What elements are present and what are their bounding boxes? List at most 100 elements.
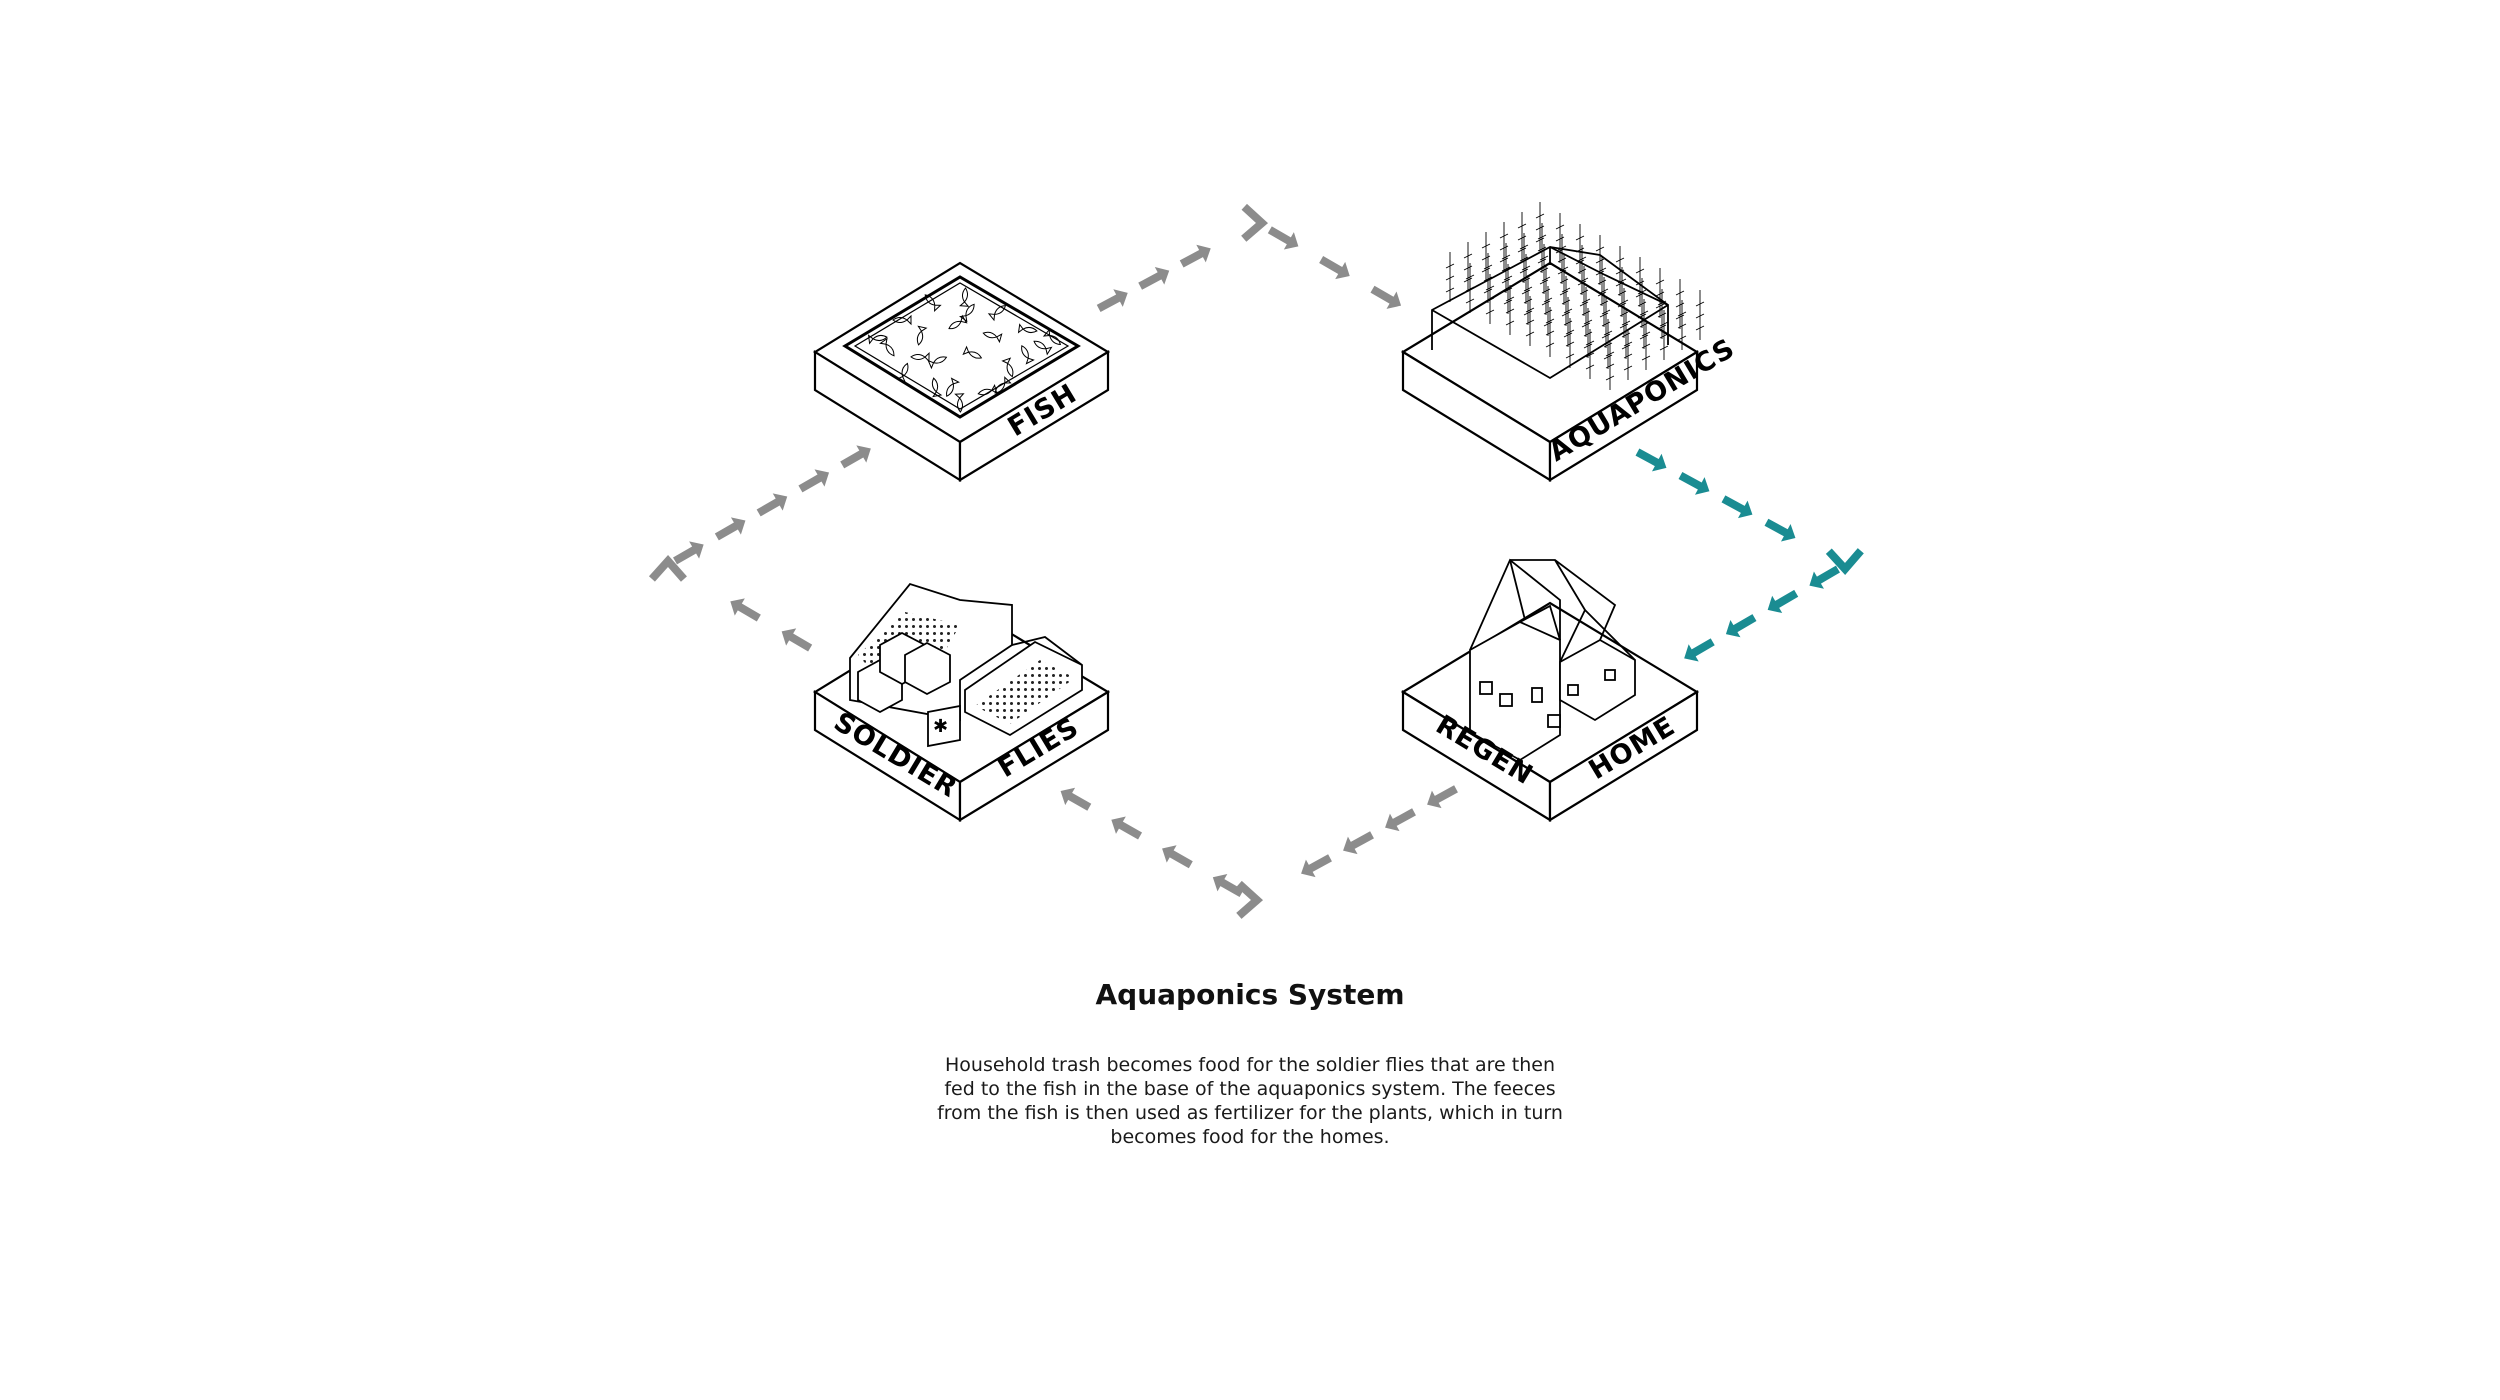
- plant-icon: [1623, 330, 1633, 380]
- plant-icon: [1565, 318, 1575, 368]
- plant-icon: [1543, 286, 1553, 336]
- plant-icon: [1445, 252, 1455, 302]
- plant-icon: [1599, 277, 1609, 327]
- soldier-flies-block: ✱ SOLDIER FLIES: [812, 582, 1111, 822]
- plant-icon: [1605, 340, 1615, 390]
- plant-icon: [1639, 299, 1649, 349]
- fish-icon: [959, 287, 970, 307]
- plant-icon: [1635, 257, 1645, 307]
- flow-arrow: [1179, 244, 1211, 268]
- flow-arrow: [673, 541, 704, 565]
- plant-icon: [1521, 254, 1531, 304]
- plant-icon: [1465, 263, 1475, 313]
- plant-icon: [1617, 267, 1627, 317]
- fish-icon: [1021, 344, 1035, 365]
- flow-arrow: [1162, 845, 1193, 869]
- plant-icon: [1517, 212, 1527, 262]
- plant-icon: [1619, 288, 1629, 338]
- fish-icon: [1017, 323, 1038, 334]
- fish-icon: [924, 294, 942, 312]
- flow-arrow: [1060, 787, 1092, 811]
- flow-arrow: [756, 493, 788, 517]
- fish-icon: [982, 331, 1003, 344]
- plant-icon: [1603, 319, 1613, 369]
- plant-icon: [1695, 290, 1705, 340]
- description-line: fed to the fish in the base of the aquap…: [944, 1078, 1556, 1100]
- regen-home-block: REGEN HOME: [1400, 558, 1700, 822]
- plant-icon: [1555, 213, 1565, 263]
- fish-icon: [896, 362, 909, 383]
- fish-icon: [1042, 328, 1062, 346]
- flow-arrow: [1809, 565, 1840, 589]
- flow-arrow: [1370, 285, 1402, 309]
- fish-icon: [987, 305, 1007, 322]
- fish-icon: [879, 337, 895, 357]
- flow-arrow: [1764, 518, 1796, 542]
- plant-icon: [1637, 278, 1647, 328]
- plant-icon: [1561, 276, 1571, 326]
- plant-icon: [1575, 224, 1585, 274]
- diagram-description: Household trash becomes food for the sol…: [920, 1053, 1580, 1149]
- flow-arrow: [714, 517, 746, 541]
- description-line: becomes food for the homes.: [1110, 1126, 1390, 1148]
- flow-arrow: [1212, 873, 1244, 897]
- plant-icon: [1601, 298, 1611, 348]
- plant-icon: [1541, 265, 1551, 315]
- plant-icon: [1519, 233, 1529, 283]
- plant-icon: [1585, 329, 1595, 379]
- plant-icon: [1539, 244, 1549, 294]
- flow-arrow: [1725, 614, 1757, 638]
- plant-icon: [1559, 255, 1569, 305]
- plant-icon: [1657, 289, 1667, 339]
- plant-icon: [1595, 235, 1605, 285]
- fish-icon: [962, 345, 983, 359]
- fish-icon: [916, 325, 928, 346]
- fly-farm-icon: ✱: [849, 582, 1083, 748]
- house-icon: [1469, 558, 1636, 762]
- plant-icon: [1525, 296, 1535, 346]
- plant-icon: [1659, 310, 1669, 360]
- plant-rows-icon: [1445, 202, 1705, 390]
- plant-icon: [1535, 202, 1545, 252]
- plant-icon: [1581, 287, 1591, 337]
- flow-corner-chevron: [648, 554, 687, 582]
- plant-icon: [1501, 243, 1511, 293]
- plant-icon: [1583, 308, 1593, 358]
- plant-icon: [1485, 274, 1495, 324]
- plant-icon: [1615, 246, 1625, 296]
- flow-arrow: [1684, 638, 1715, 662]
- plant-icon: [1503, 264, 1513, 314]
- fish-icon: [994, 376, 1012, 394]
- fish-icon: [954, 393, 965, 413]
- fish-icon: [931, 377, 943, 398]
- plant-icon: [1677, 300, 1687, 350]
- plant-icon: [1577, 245, 1587, 295]
- flow-arrows: [648, 203, 1864, 919]
- plant-icon: [1563, 297, 1573, 347]
- fish-icon: [927, 356, 948, 370]
- fish-icon: [959, 303, 975, 323]
- plant-icon: [1505, 285, 1515, 335]
- aquaponics-block: AQUAPONICS: [1400, 202, 1740, 482]
- fish-icon: [910, 351, 930, 363]
- flow-arrow: [1721, 495, 1753, 519]
- plant-icon: [1545, 307, 1555, 357]
- fish-tank: [842, 275, 1081, 419]
- caption: Aquaponics System Household trash become…: [850, 978, 1650, 1149]
- plant-icon: [1463, 242, 1473, 292]
- plant-icon: [1483, 253, 1493, 303]
- flow-arrow: [1319, 256, 1350, 280]
- fish-icon: [1033, 340, 1053, 356]
- plant-icon: [1597, 256, 1607, 306]
- flow-arrow: [840, 445, 871, 469]
- plant-icon: [1675, 279, 1685, 329]
- flow-arrow: [1111, 816, 1143, 840]
- description-line: Household trash becomes food for the sol…: [944, 1054, 1556, 1076]
- flow-corner-chevron: [1236, 880, 1264, 919]
- plant-icon: [1499, 222, 1509, 272]
- flow-arrow: [1385, 808, 1416, 832]
- plant-icon: [1641, 320, 1651, 370]
- plant-icon: [1655, 268, 1665, 318]
- flow-arrow: [798, 469, 830, 493]
